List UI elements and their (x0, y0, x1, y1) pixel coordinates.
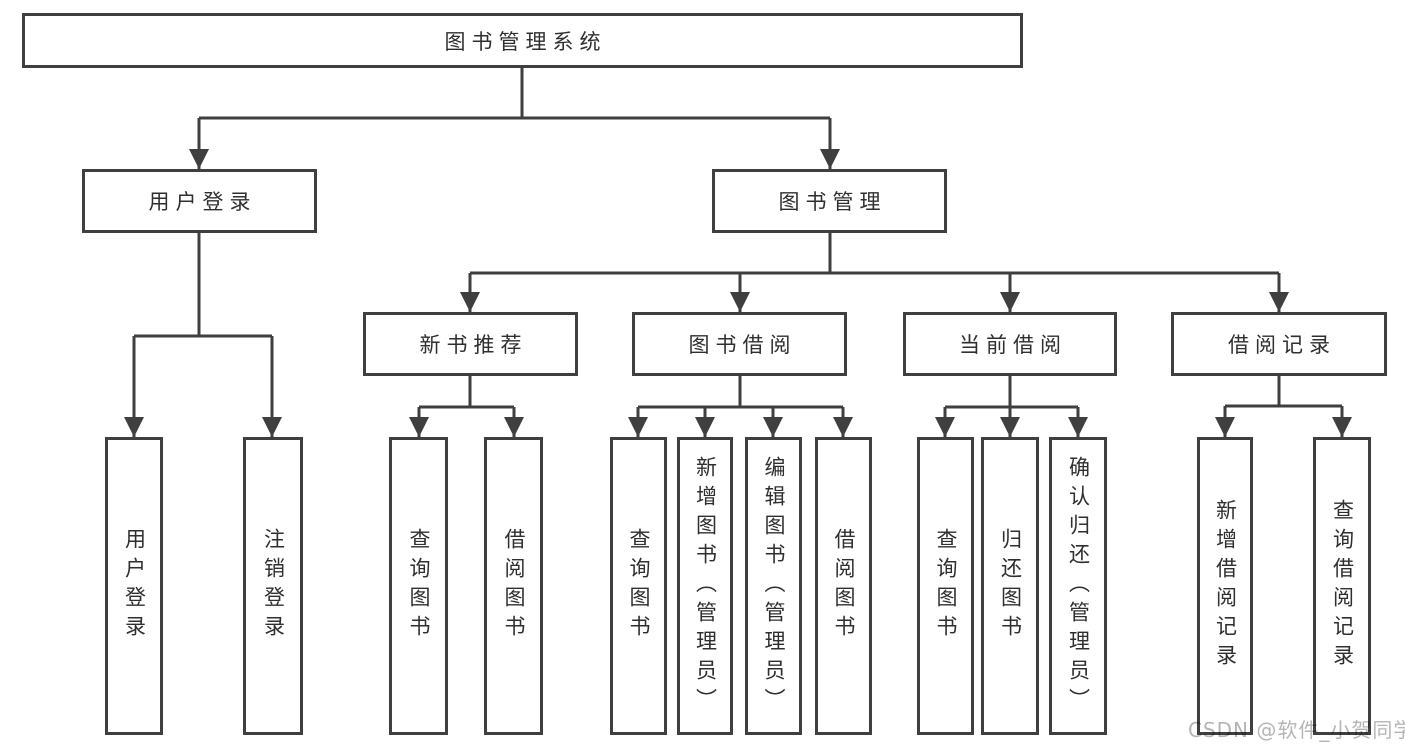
leaf-label: 查询图书 (934, 528, 958, 644)
leaf-label: 确认归还（管理员） (1066, 455, 1091, 717)
node-label: 当前借阅 (959, 333, 1067, 357)
leaf-logout-login: 注销登录 (243, 437, 303, 735)
leaf-query-book-recommend: 查询图书 (389, 437, 448, 735)
leaf-borrow-book-borrow: 借阅图书 (815, 437, 872, 735)
leaf-return-book: 归还图书 (981, 437, 1039, 735)
node-library-management-system: 图书管理系统 (22, 13, 1023, 68)
leaf-query-book-current: 查询图书 (917, 437, 974, 735)
leaf-label: 查询图书 (627, 528, 651, 644)
leaf-add-borrow-record: 新增借阅记录 (1197, 437, 1253, 735)
leaf-label: 借阅图书 (832, 528, 856, 644)
node-label: 用户登录 (148, 190, 257, 214)
leaf-edit-book-admin: 编辑图书（管理员） (745, 437, 802, 735)
leaf-label: 借阅图书 (502, 528, 526, 644)
node-borrow-records: 借阅记录 (1171, 312, 1387, 376)
leaf-label: 注销登录 (261, 528, 286, 644)
node-current-borrow: 当前借阅 (903, 312, 1117, 376)
node-label: 借阅记录 (1228, 333, 1336, 357)
leaf-label: 新增图书（管理员） (693, 455, 718, 717)
leaf-query-borrow-record: 查询借阅记录 (1313, 437, 1371, 735)
node-label: 图书管理 (778, 190, 887, 214)
node-new-book-recommend: 新书推荐 (363, 312, 578, 376)
leaf-label: 查询图书 (407, 528, 431, 644)
leaf-query-book-borrow: 查询图书 (610, 437, 667, 735)
leaf-label: 新增借阅记录 (1213, 499, 1238, 673)
node-book-borrow: 图书借阅 (632, 312, 847, 376)
leaf-user-login: 用户登录 (105, 437, 163, 735)
node-label: 图书管理系统 (444, 29, 607, 54)
node-book-management: 图书管理 (712, 169, 947, 233)
leaf-label: 编辑图书（管理员） (762, 455, 786, 717)
node-label: 图书借阅 (688, 333, 797, 357)
leaf-label: 查询借阅记录 (1330, 499, 1355, 673)
leaf-label: 归还图书 (998, 528, 1023, 644)
leaf-label: 用户登录 (122, 528, 147, 644)
leaf-confirm-return-admin: 确认归还（管理员） (1049, 437, 1107, 735)
watermark: CSDN @软件_小贺同学 (1188, 718, 1405, 742)
leaf-borrow-book-recommend: 借阅图书 (484, 437, 543, 735)
connector-trunks (134, 68, 1342, 409)
node-user-login: 用户登录 (82, 169, 317, 233)
leaf-add-book-admin: 新增图书（管理员） (677, 437, 733, 735)
node-label: 新书推荐 (419, 333, 528, 357)
